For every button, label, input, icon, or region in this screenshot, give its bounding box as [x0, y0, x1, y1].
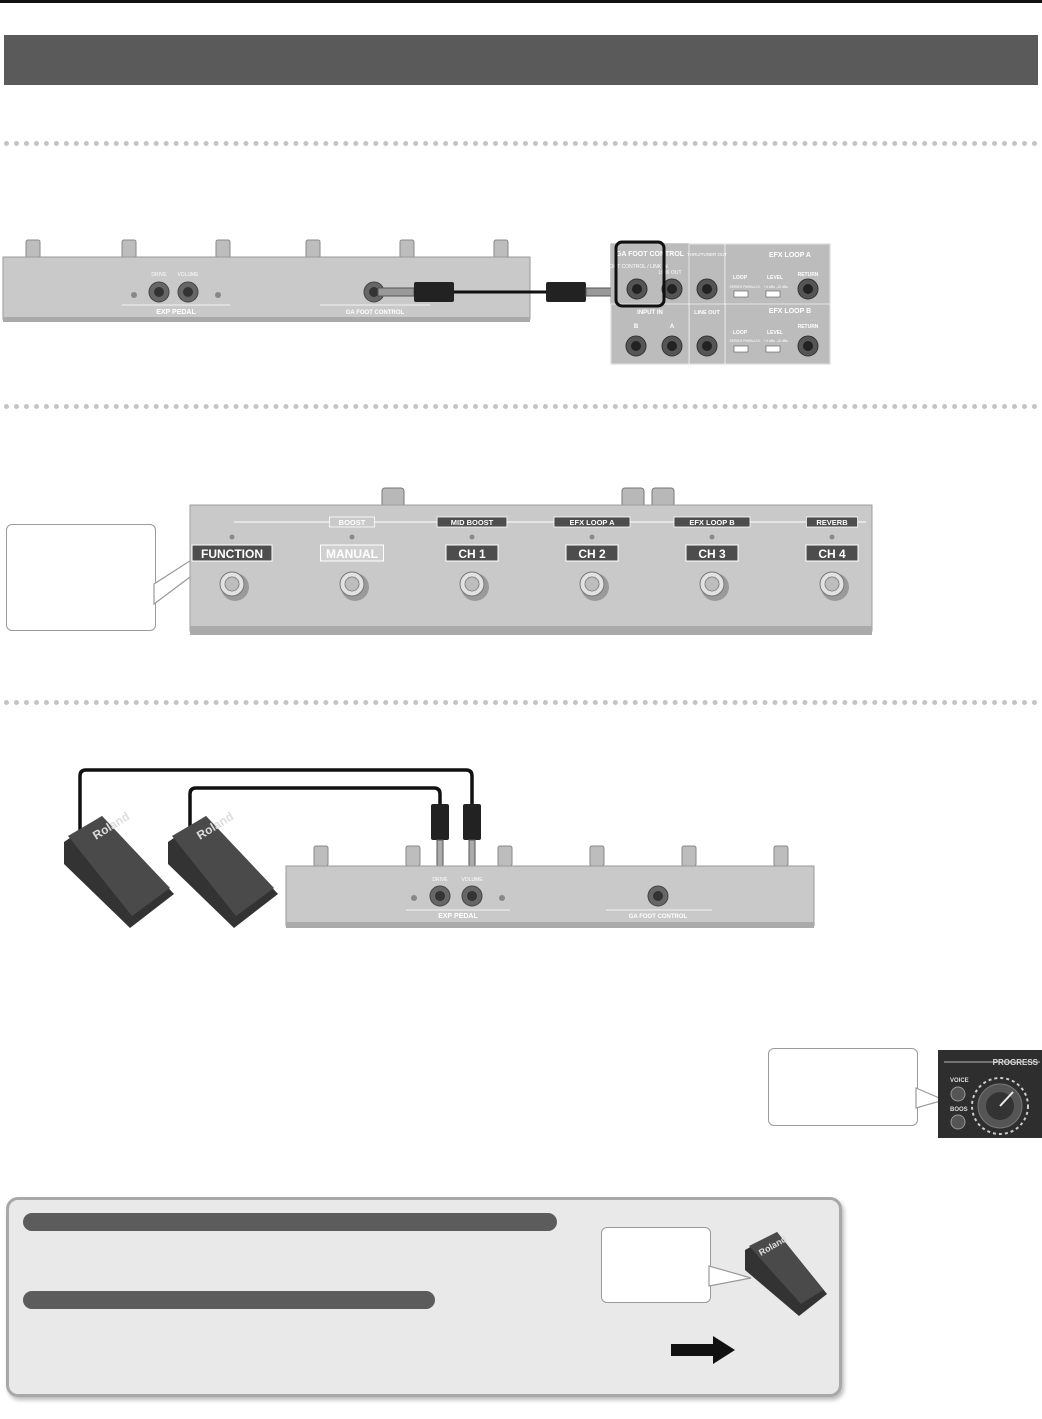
- input-a-label: A: [670, 324, 675, 330]
- connection-diagram: DRIVE VOLUME EXP PEDAL GA FOOT CONTROL G…: [2, 239, 831, 365]
- voice-label: VOICE: [950, 1078, 969, 1084]
- ga-foot-control-label-2: GA FOOT CONTROL: [629, 914, 688, 920]
- level-range-label: +4 dBu -10 dBu: [764, 285, 788, 289]
- loop-label-b: LOOP: [733, 330, 748, 336]
- led-label: EFX LOOP A: [569, 518, 615, 527]
- footswitch-label: MANUAL: [326, 547, 378, 561]
- cable-1: [78, 768, 474, 830]
- footswitch-label: CH 4: [818, 547, 846, 561]
- led-indicator: [229, 534, 235, 540]
- button-label-box: [191, 544, 273, 562]
- led-indicator: [709, 534, 715, 540]
- volume-label-2: VOLUME: [461, 877, 483, 883]
- progress-panel: PROGRESS VOICE BOOS: [915, 1050, 1042, 1138]
- exp-pedal-label: EXP PEDAL: [156, 309, 196, 316]
- efx-loop-b-label: EFX LOOP B: [769, 308, 811, 315]
- footswitch-label: CH 2: [578, 547, 606, 561]
- line-out-label: LINE OUT: [694, 310, 720, 316]
- function-callout: [6, 524, 156, 631]
- dotted-separator: [4, 141, 1038, 146]
- link-in-label: FOOT CONTROL / LINK IN: [606, 264, 668, 270]
- led-label-box: [673, 516, 751, 528]
- boost-label: BOOS: [950, 1107, 968, 1113]
- volume-label: VOLUME: [177, 272, 199, 278]
- level-label: LEVEL: [767, 275, 783, 281]
- dotted-separator: [4, 404, 1038, 409]
- footswitch-label: FUNCTION: [201, 547, 263, 561]
- link-out-label: LINK OUT: [658, 270, 681, 276]
- pedal-callout: [601, 1227, 711, 1303]
- led-indicator: [589, 534, 595, 540]
- level-label-b: LEVEL: [767, 330, 783, 336]
- foot-controller-body: [189, 504, 873, 632]
- footswitch-label: CH 1: [458, 547, 486, 561]
- note-heading-bar-2: [23, 1291, 435, 1309]
- button-label-box: [685, 544, 739, 562]
- efx-loop-a-label: EFX LOOP A: [769, 252, 811, 259]
- note-heading-bar-1: [23, 1213, 557, 1231]
- led-label: REVERB: [816, 518, 848, 527]
- led-label-box: [329, 516, 375, 528]
- led-indicator: [469, 534, 475, 540]
- series-parallel-label-b: SERIES PARALLEL: [729, 339, 760, 343]
- note-box: Roland: [6, 1197, 842, 1397]
- progress-callout: [768, 1048, 918, 1126]
- loop-label: LOOP: [733, 275, 748, 281]
- return-label-b: RETURN: [798, 324, 819, 330]
- led-label: MID BOOST: [451, 518, 494, 527]
- top-rule: [0, 0, 1042, 3]
- button-label-box: [445, 544, 499, 562]
- led-label: EFX LOOP B: [689, 518, 735, 527]
- highlight-frame: [614, 240, 666, 308]
- button-label-box: [805, 544, 859, 562]
- boost-button[interactable]: [950, 1114, 966, 1130]
- led-indicator: [349, 534, 355, 540]
- button-label-box: [320, 544, 384, 562]
- dotted-separator: [4, 700, 1038, 705]
- cable: [377, 282, 627, 302]
- arrow-right-icon: [671, 1336, 735, 1364]
- return-label: RETURN: [798, 272, 819, 278]
- footswitch-label: CH 3: [698, 547, 726, 561]
- button-label-box: [565, 544, 619, 562]
- pedal-illustration: Roland: [708, 1232, 827, 1316]
- level-range-label-b: +4 dBu -10 dBu: [764, 339, 788, 343]
- thru-tuner-out-label: THRU/TUNER OUT: [687, 252, 727, 257]
- amp-rear-panel: GA FOOT CONTROL FOOT CONTROL / LINK IN L…: [606, 240, 831, 365]
- amp-ga-foot-control-label: GA FOOT CONTROL: [616, 251, 685, 258]
- cable-2: [188, 786, 442, 830]
- exp-pedal-label-2: EXP PEDAL: [438, 913, 478, 920]
- led-label-box: [806, 516, 859, 528]
- input-b-label: B: [634, 324, 639, 330]
- section-header-bar: [4, 35, 1038, 85]
- led-label-box: [553, 516, 631, 528]
- drive-label-2: DRIVE: [432, 877, 448, 883]
- expression-pedal-diagram: Roland Roland DRIVE VOLUME EXP PEDAL GA …: [64, 768, 815, 928]
- progress-title: PROGRESS: [993, 1058, 1039, 1067]
- foot-controller-front-diagram: BOOST MID BOOST EFX LOOP A EFX LOOP B REVERB…: [153, 487, 873, 635]
- expression-pedal-2: Roland: [168, 809, 278, 928]
- ga-foot-control-label: GA FOOT CONTROL: [346, 310, 405, 316]
- voice-button[interactable]: [950, 1086, 966, 1102]
- led-indicator: [829, 534, 835, 540]
- series-parallel-label: SERIES PARALLEL: [729, 285, 760, 289]
- led-label-box: [436, 516, 508, 528]
- input-label: INPUT IN: [637, 310, 663, 316]
- drive-label: DRIVE: [151, 272, 167, 278]
- led-label: BOOST: [339, 518, 366, 527]
